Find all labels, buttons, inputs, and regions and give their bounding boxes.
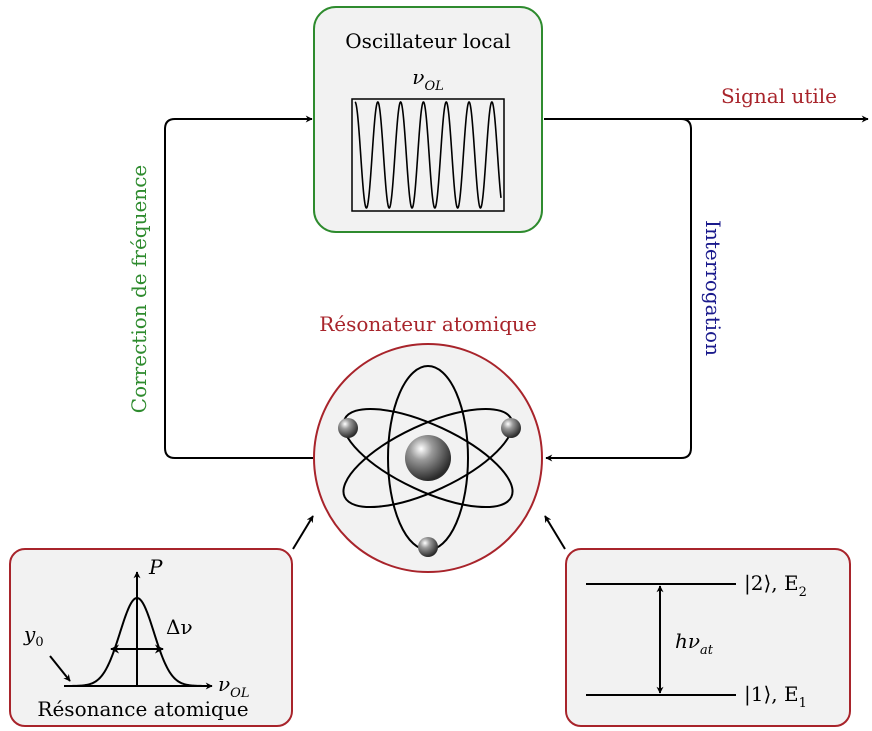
resonance-to-resonator-arrow	[292, 515, 314, 550]
resonance-caption: Résonance atomique	[37, 697, 248, 721]
resonance-y-label: P	[148, 555, 163, 579]
sine-wave-icon	[351, 98, 505, 212]
atom-electron	[501, 418, 521, 438]
frequency-correction-label: Correction de fréquence	[127, 165, 151, 413]
resonance-box-frame	[9, 548, 293, 727]
levels-to-resonator-arrow	[544, 515, 566, 550]
upper-level-label: |2⟩, E2	[744, 571, 807, 600]
energy-levels-box: |2⟩, E2 |1⟩, E1 hνat	[565, 548, 851, 727]
interrogation-label: Interrogation	[701, 220, 725, 356]
resonator-title: Résonateur atomique	[319, 312, 537, 336]
resonance-curve	[64, 596, 210, 687]
local-oscillator: Oscillateur local νOL	[313, 6, 543, 233]
offset-label: y0	[23, 622, 44, 650]
correction-wire	[164, 115, 314, 459]
atom-electron	[338, 418, 358, 438]
transition-energy-label: hνat	[675, 629, 714, 658]
oscillator-title: Oscillateur local	[345, 29, 511, 53]
atom-nucleus	[405, 435, 451, 481]
output-signal-label: Signal utile	[721, 84, 837, 108]
sine-wave-curve	[354, 101, 502, 209]
oscillator-frequency: νOL	[412, 65, 443, 94]
sine-wave-frame	[351, 98, 505, 212]
nu-symbol: ν	[412, 65, 424, 89]
interrogation-wire	[544, 118, 692, 462]
lower-level-label: |1⟩, E1	[744, 682, 807, 711]
nu-subscript: OL	[424, 79, 443, 94]
atomic-resonator	[313, 343, 543, 573]
resonance-x-label: νOL	[218, 672, 249, 701]
resonance-box: P Δν y0 νOL Résonance atomique	[9, 548, 293, 727]
atom-icon	[338, 365, 521, 557]
levels-box-frame	[565, 548, 851, 727]
offset-arrow	[49, 655, 71, 682]
linewidth-label: Δν	[166, 615, 193, 639]
atom-electron	[418, 537, 438, 557]
feedback-loop	[164, 115, 869, 462]
